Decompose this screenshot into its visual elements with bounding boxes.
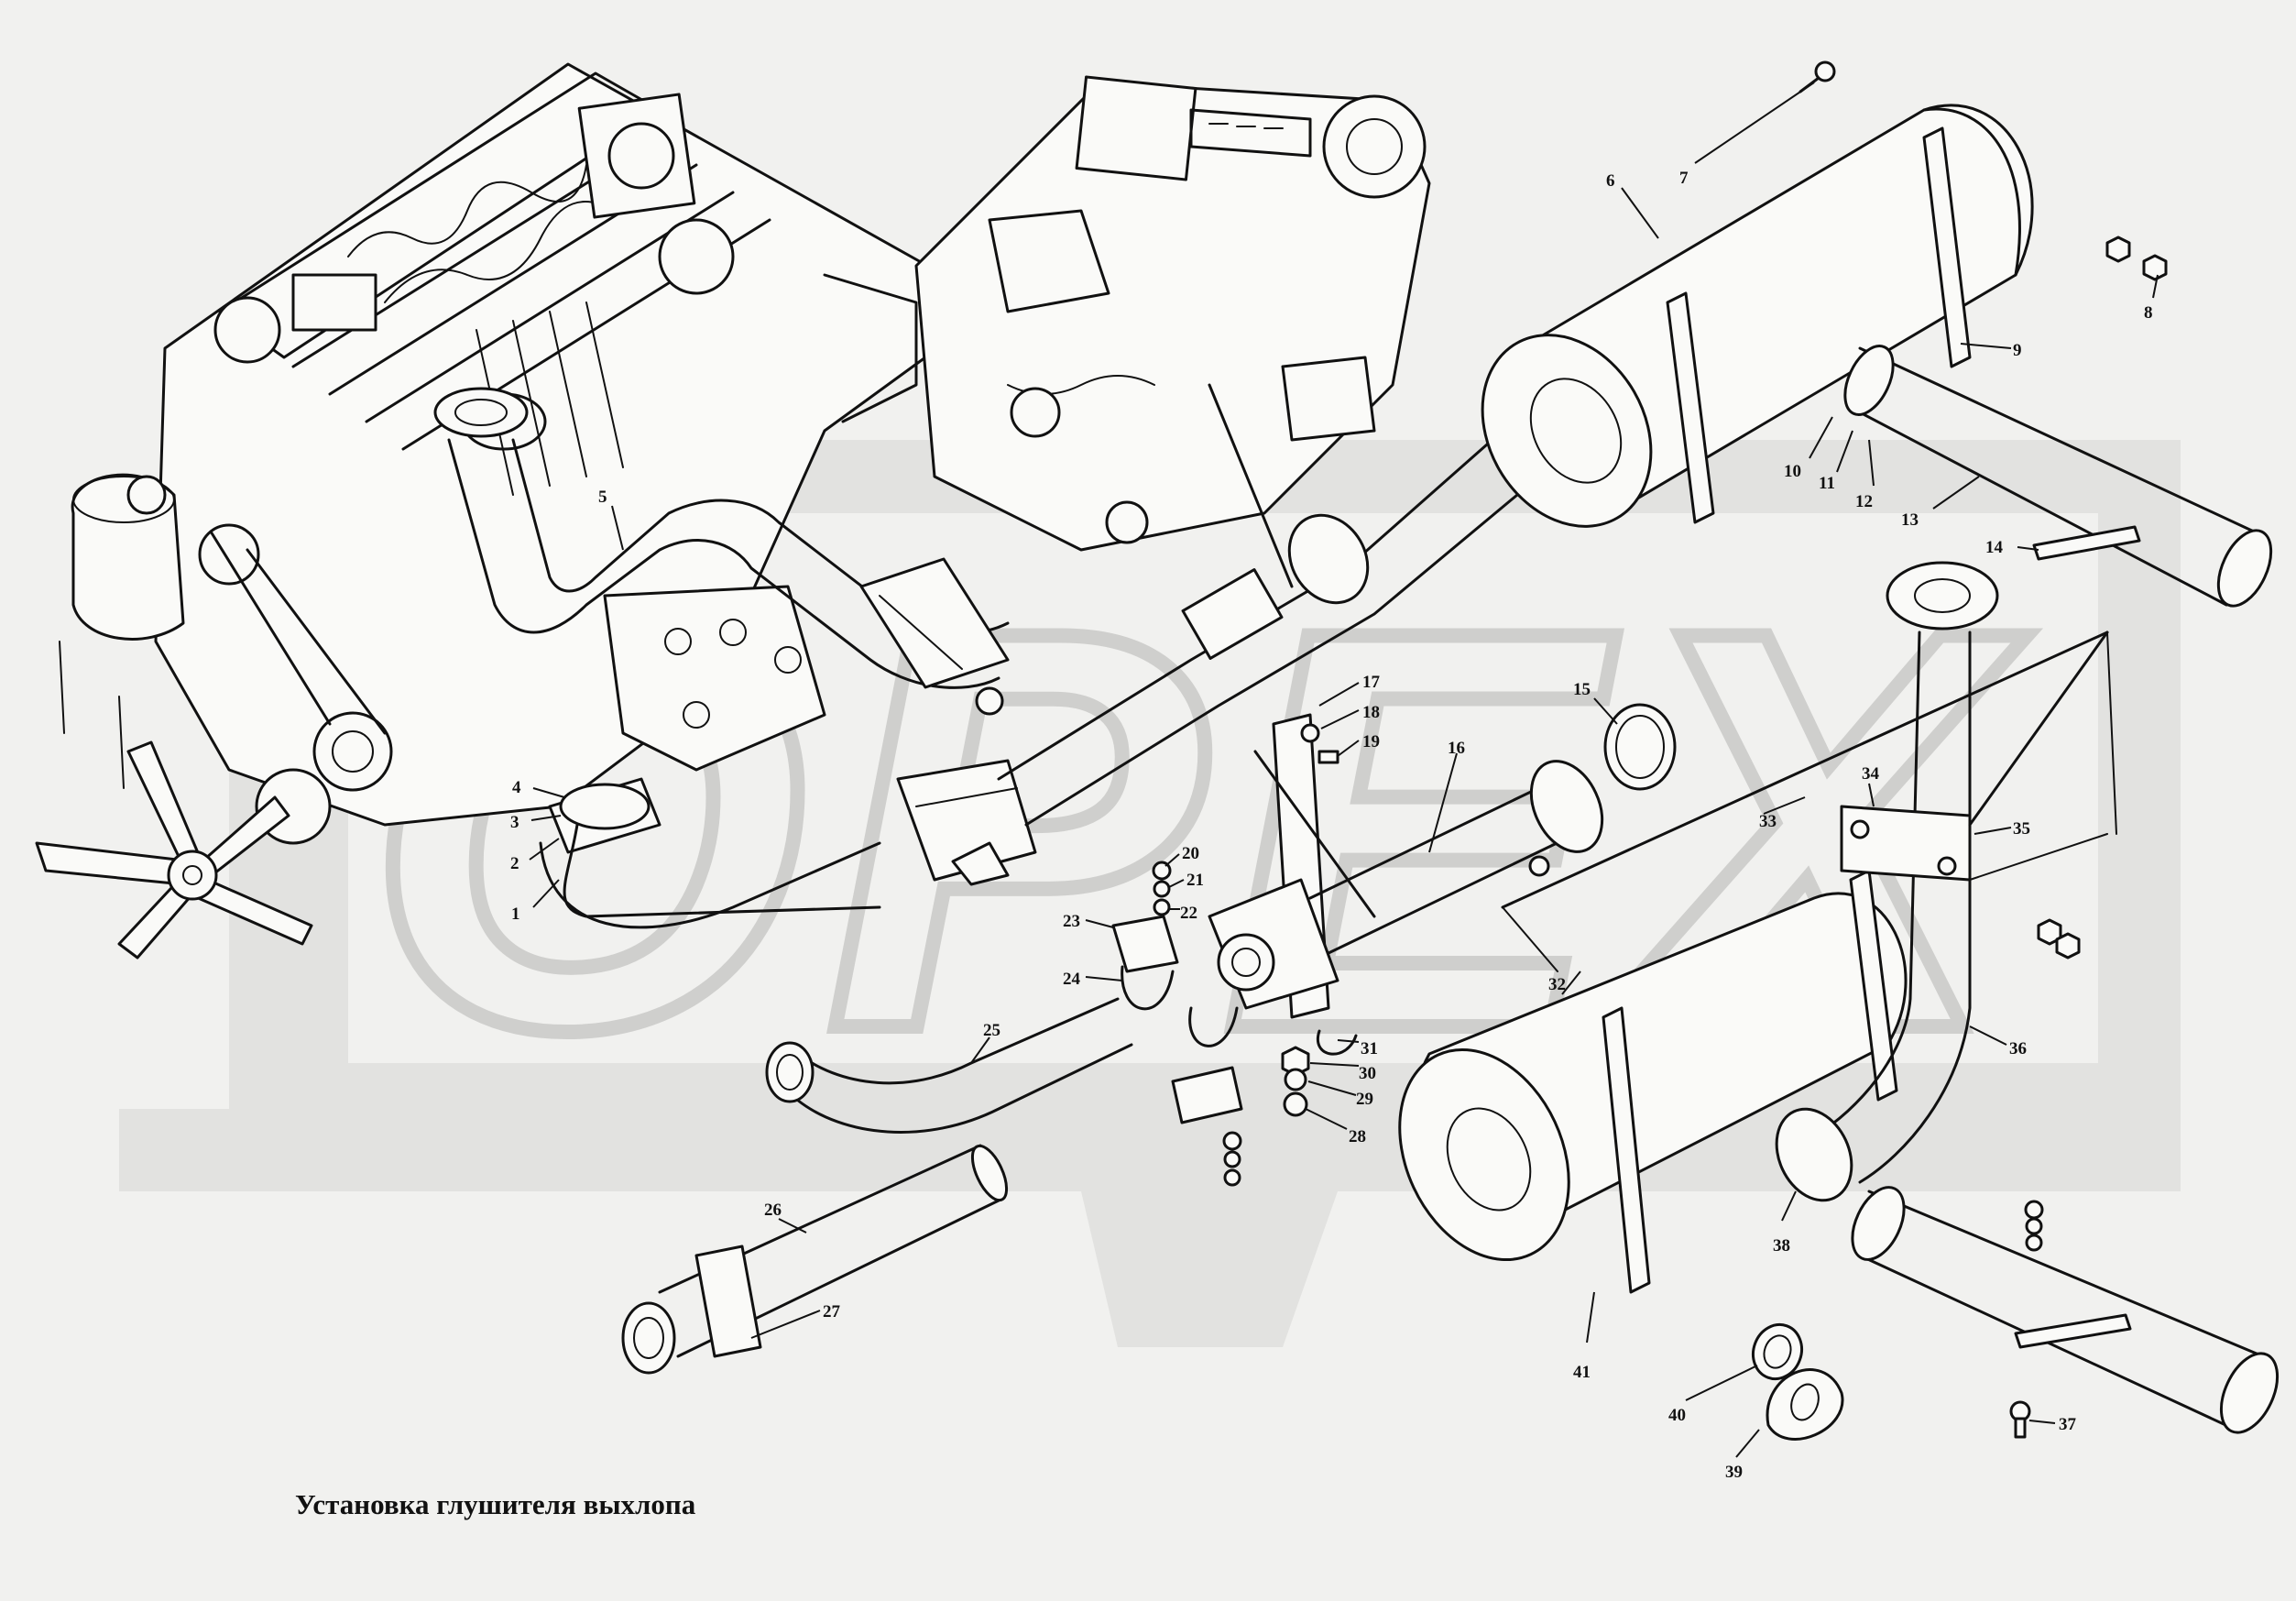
callout-14: 14 — [1985, 538, 2004, 557]
callout-7: 7 — [1679, 169, 1689, 188]
callout-36: 36 — [2009, 1039, 2027, 1058]
nuts-8 — [2105, 236, 2168, 281]
callout-22: 22 — [1180, 904, 1197, 923]
callout-30: 30 — [1359, 1064, 1376, 1083]
tail-pipe-13 — [1843, 345, 2273, 608]
callout-41: 41 — [1573, 1363, 1591, 1382]
muffler-32 — [1398, 631, 2109, 1294]
callout-12: 12 — [1855, 492, 1873, 511]
engine-front-accessories — [35, 473, 393, 960]
callout-18: 18 — [1362, 703, 1380, 722]
gasket-39 — [1766, 1368, 1844, 1441]
callout-9: 9 — [2013, 341, 2022, 360]
gearbox — [914, 75, 1431, 588]
muffler-6 — [1481, 60, 2034, 528]
exhaust-elbow — [548, 777, 881, 918]
callout-17: 17 — [1362, 673, 1381, 692]
callout-19: 19 — [1362, 732, 1380, 751]
callout-21: 21 — [1186, 871, 1204, 890]
callout-38: 38 — [1773, 1236, 1790, 1256]
callout-28: 28 — [1349, 1127, 1366, 1146]
callout-8: 8 — [2144, 303, 2153, 323]
callout-10: 10 — [1784, 462, 1801, 481]
callout-27: 27 — [823, 1302, 841, 1321]
gasket-40 — [1752, 1322, 1803, 1381]
exhaust-pipe-main — [997, 429, 1541, 827]
callout-2: 2 — [510, 854, 519, 873]
gasket-40-inner — [1763, 1334, 1792, 1369]
callout-29: 29 — [1356, 1090, 1373, 1109]
tail-pipe-lower — [1775, 1107, 2280, 1434]
callout-5: 5 — [598, 488, 607, 507]
callout-16: 16 — [1448, 739, 1465, 758]
callout-11: 11 — [1819, 474, 1835, 493]
diagram-caption: Установка глушителя выхлопа — [295, 1488, 696, 1520]
gasket-15-inner — [1615, 715, 1665, 779]
callout-6: 6 — [1606, 171, 1615, 191]
gasket-39-inner — [1790, 1383, 1820, 1421]
callout-15: 15 — [1573, 680, 1591, 699]
bolt-37 — [2009, 1400, 2031, 1439]
pipe-26-27 — [621, 1144, 1009, 1375]
callout-33: 33 — [1759, 812, 1777, 831]
exhaust-pipe-1 — [539, 759, 1037, 929]
callout-3: 3 — [510, 813, 519, 832]
callout-labels: 1 2 3 4 5 6 7 8 9 10 11 12 13 14 15 16 1… — [510, 82, 2159, 1482]
callout-24: 24 — [1063, 970, 1081, 989]
pipe-16 — [1208, 760, 1604, 1010]
callout-40: 40 — [1668, 1406, 1686, 1425]
callout-32: 32 — [1548, 975, 1566, 994]
bolts-18-19 — [1300, 723, 1339, 764]
pipe-25 — [765, 997, 1133, 1134]
callout-39: 39 — [1725, 1463, 1743, 1482]
callout-37: 37 — [2059, 1415, 2077, 1434]
pipe-clamp-upper — [859, 557, 1010, 716]
callout-4: 4 — [512, 778, 521, 797]
callout-25: 25 — [983, 1021, 1000, 1040]
callout-35: 35 — [2013, 819, 2030, 839]
callout-31: 31 — [1361, 1039, 1378, 1058]
nuts-near-35 — [2037, 918, 2081, 960]
callout-20: 20 — [1182, 844, 1199, 863]
callout-1: 1 — [511, 905, 520, 924]
callout-26: 26 — [764, 1201, 782, 1220]
callout-23: 23 — [1063, 912, 1080, 931]
callout-34: 34 — [1862, 764, 1880, 784]
callout-13: 13 — [1901, 510, 1919, 530]
clamp-parts-20-31 — [1111, 861, 1358, 1187]
